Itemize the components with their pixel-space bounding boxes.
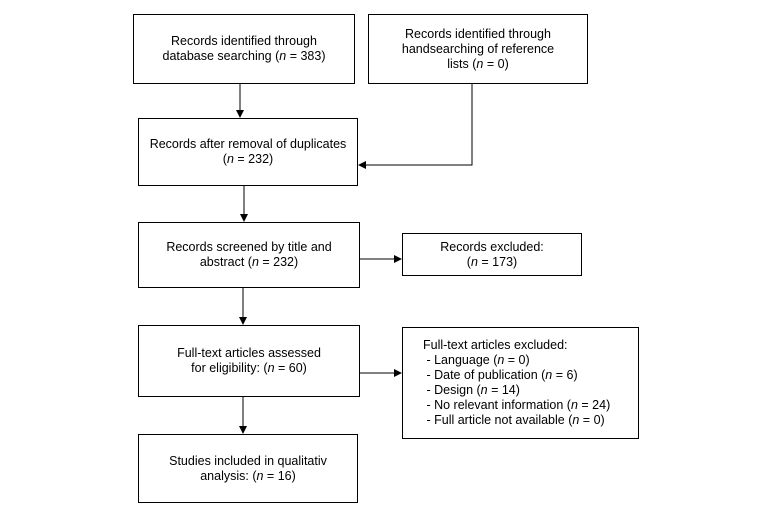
box-text-line: Records excluded: xyxy=(440,240,544,255)
box-text-line: for eligibility: (n = 60) xyxy=(191,361,307,376)
box-text-line: Records screened by title and xyxy=(166,240,331,255)
box-fulltext-excluded: Full-text articles excluded: - Language … xyxy=(402,327,639,439)
box-text-line: database searching (n = 383) xyxy=(163,49,326,64)
line-text: for eligibility: ( xyxy=(191,361,268,375)
box-text-line: (n = 232) xyxy=(223,152,273,167)
line-text: Records excluded: xyxy=(440,239,544,254)
box-text-line: - Language (n = 0) xyxy=(423,353,530,368)
line-text: Records identified through xyxy=(171,34,317,48)
box-text-line: analysis: (n = 16) xyxy=(200,469,296,484)
line-text: Full-text articles assessed xyxy=(177,346,321,360)
count-value: = 24) xyxy=(577,398,611,412)
line-text: handsearching of reference xyxy=(401,41,555,56)
count-symbol: n xyxy=(267,361,275,375)
line-text: Full-text articles excluded: xyxy=(423,338,568,352)
count-symbol: n xyxy=(226,152,234,166)
box-text-line: handsearching of reference xyxy=(402,42,554,57)
count-symbol: n xyxy=(480,383,488,397)
line-text: Records identified through xyxy=(405,26,551,41)
line-text: ( xyxy=(466,254,471,269)
box-text-line: abstract (n = 232) xyxy=(200,255,298,270)
line-text: - No relevant information ( xyxy=(423,398,571,412)
count-symbol: n xyxy=(497,353,505,367)
count-symbol: n xyxy=(545,368,553,382)
line-text: - Language ( xyxy=(423,353,498,367)
line-text: abstract ( xyxy=(199,255,252,269)
count-symbol: n xyxy=(572,413,580,427)
count-value: = 173) xyxy=(477,254,518,269)
count-value: = 14) xyxy=(487,383,520,397)
line-text: database searching ( xyxy=(162,49,280,63)
count-value: = 0) xyxy=(579,413,605,427)
arrow-hand-to-dupes xyxy=(358,84,473,169)
box-text-line: - Full article not available (n = 0) xyxy=(423,413,605,428)
box-text-line: Full-text articles assessed xyxy=(177,346,321,361)
box-text-line: - Design (n = 14) xyxy=(423,383,520,398)
count-symbol: n xyxy=(476,56,484,71)
count-symbol: n xyxy=(570,398,578,412)
count-value: = 16) xyxy=(263,468,296,483)
line-text: ( xyxy=(222,152,227,166)
count-symbol: n xyxy=(470,254,478,269)
count-symbol: n xyxy=(256,468,264,483)
count-value: = 383) xyxy=(286,49,326,63)
box-text-line: - No relevant information (n = 24) xyxy=(423,398,610,413)
box-records-after-duplicates-removal: Records after removal of duplicates(n = … xyxy=(138,118,358,186)
line-text: - Full article not available ( xyxy=(423,413,573,427)
box-text-line: lists (n = 0) xyxy=(447,57,509,72)
count-value: = 0) xyxy=(483,56,509,71)
line-text: Records screened by title and xyxy=(166,240,332,254)
line-text: Studies included in qualitativ xyxy=(169,453,327,468)
box-text-line: Records identified through xyxy=(405,27,551,42)
count-value: = 60) xyxy=(274,361,307,375)
box-text-line: Records identified through xyxy=(171,34,317,49)
line-text: - Date of publication ( xyxy=(423,368,546,382)
count-symbol: n xyxy=(251,255,259,269)
box-text-line: (n = 173) xyxy=(467,255,517,270)
line-text: Records after removal of duplicates xyxy=(149,137,347,151)
count-value: = 0) xyxy=(504,353,530,367)
count-value: = 232) xyxy=(258,255,299,269)
count-value: = 232) xyxy=(233,152,274,166)
box-records-excluded: Records excluded:(n = 173) xyxy=(402,233,582,276)
box-text-line: Full-text articles excluded: xyxy=(423,338,568,353)
line-text: - Design ( xyxy=(423,383,481,397)
count-value: = 6) xyxy=(552,368,578,382)
box-text-line: Records after removal of duplicates xyxy=(150,137,347,152)
line-text: analysis: ( xyxy=(200,468,257,483)
count-symbol: n xyxy=(279,49,287,63)
line-text: lists ( xyxy=(447,56,477,71)
box-text-line: - Date of publication (n = 6) xyxy=(423,368,578,383)
box-text-line: Studies included in qualitativ xyxy=(169,454,327,469)
